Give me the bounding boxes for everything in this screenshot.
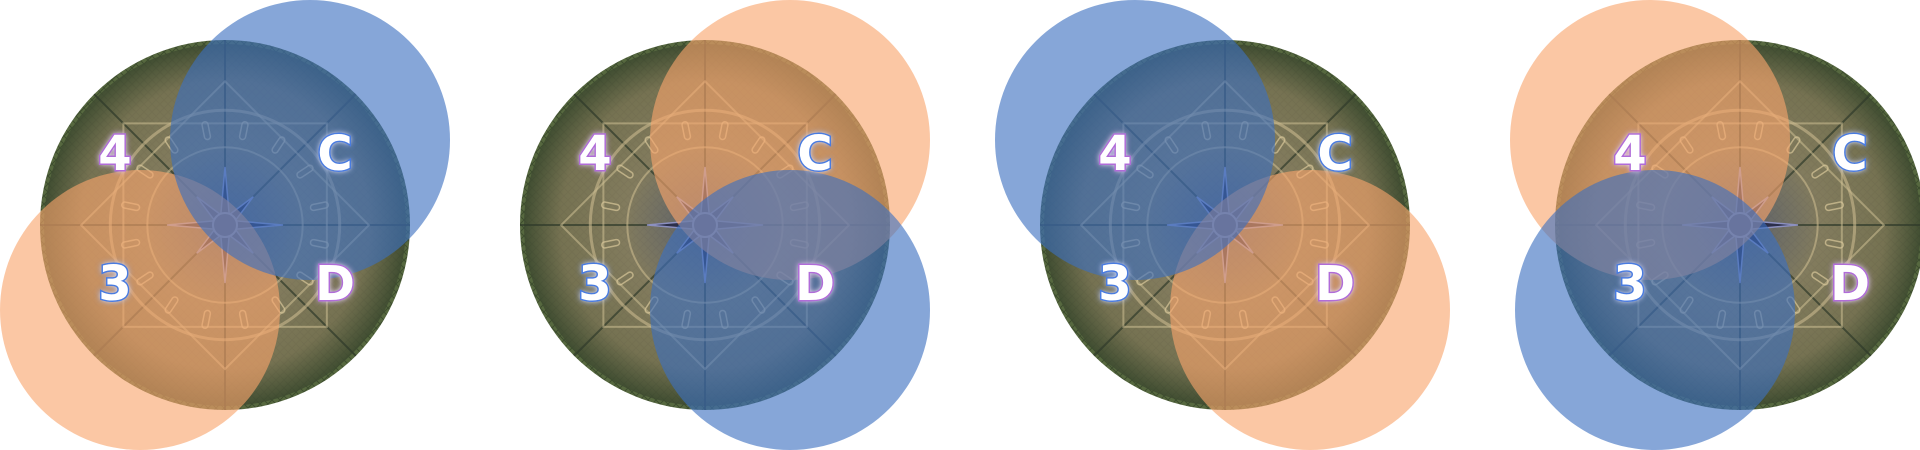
panel-3: 4 C 3 D [995, 0, 1450, 450]
waymark-label-top-left: 4 [98, 126, 131, 182]
waymark-label-bottom-left: 3 [1098, 256, 1131, 312]
orange-aoe-circle [1170, 170, 1450, 450]
waymark-label-top-left: 4 [1098, 126, 1131, 182]
waymark-label-bottom-right: D [315, 256, 355, 312]
waymark-label-bottom-right: D [1830, 256, 1870, 312]
blue-aoe-circle [995, 0, 1275, 280]
waymark-label-bottom-right: D [1315, 256, 1355, 312]
waymark-label-bottom-left: 3 [578, 256, 611, 312]
panel-4: 4 C 3 D [1510, 0, 1920, 450]
blue-aoe-circle [1515, 170, 1795, 450]
panel-2: 4 C 3 D [520, 0, 930, 450]
waymark-label-top-right: C [1832, 126, 1867, 182]
waymark-label-bottom-left: 3 [1613, 256, 1646, 312]
blue-aoe-circle [170, 0, 450, 280]
orange-aoe-circle [0, 170, 280, 450]
waymark-label-top-left: 4 [1613, 126, 1646, 182]
waymark-label-top-right: C [797, 126, 832, 182]
blue-aoe-circle [650, 170, 930, 450]
waymark-label-top-left: 4 [578, 126, 611, 182]
waymark-label-bottom-left: 3 [98, 256, 131, 312]
panel-1: 4 C 3 D [0, 0, 450, 450]
waymark-label-top-right: C [1317, 126, 1352, 182]
waymark-label-bottom-right: D [795, 256, 835, 312]
waymark-label-top-right: C [317, 126, 352, 182]
